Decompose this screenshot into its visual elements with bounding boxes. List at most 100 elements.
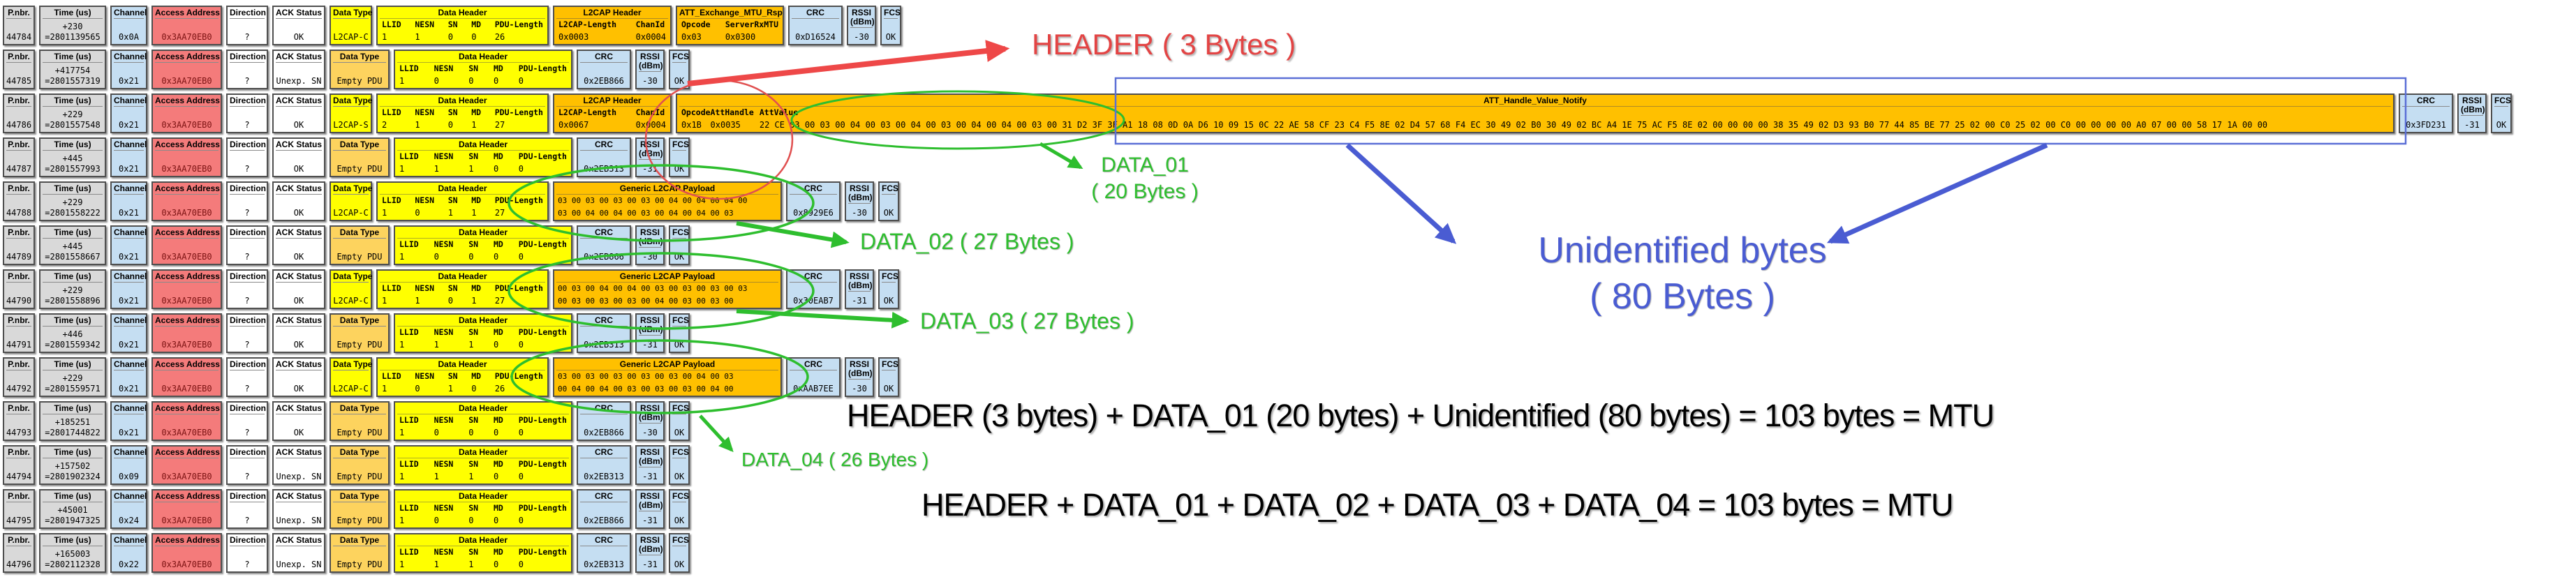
time-cell-value: +417754 <box>54 66 91 75</box>
pnbr-cell-label: P.nbr. <box>6 271 31 283</box>
data-type-cell-values: Empty PDU <box>331 151 388 176</box>
pnbr-cell-label: P.nbr. <box>6 534 31 546</box>
rssi-cell-label-line: RSSI <box>639 535 660 545</box>
data-header-col-label: NESN <box>415 20 435 29</box>
pnbr-cell-values: 44788 <box>4 195 34 220</box>
ack-status-cell-value: OK <box>293 32 304 42</box>
direction-cell-value: ? <box>244 384 250 394</box>
crc-cell-values: 0x2EB866 <box>578 502 630 527</box>
channel-cell-label: Channel <box>114 7 147 19</box>
data-header-col-label: LLID <box>399 63 419 73</box>
data-header-col-value: 0 <box>415 384 420 394</box>
crc-cell-value: 0x3FD231 <box>2406 120 2446 130</box>
channel-cell-values: 0x21 <box>112 283 146 308</box>
rssi-cell: RSSI(dBm)-30 <box>635 50 665 89</box>
access-address-cell-label-line: Access Address <box>155 52 220 61</box>
direction-cell-values: ? <box>228 458 267 484</box>
rssi-cell-value: -31 <box>642 472 658 481</box>
data-type-cell-label-line: Data Type <box>339 491 380 501</box>
data-header-col-value: 1 <box>399 560 405 569</box>
data-header-col-label: LLID <box>399 327 419 337</box>
rssi-cell: RSSI(dBm)-31 <box>635 445 665 485</box>
crc-cell-label-line: CRC <box>595 491 613 501</box>
data-header-col-value: 0 <box>493 472 499 481</box>
fcs-cell-value: OK <box>883 384 894 394</box>
channel-cell-value: 0x21 <box>119 428 139 437</box>
l2cap-header-group-title: L2CAP Header <box>556 8 668 19</box>
time-cell-value: =2801558896 <box>45 296 101 306</box>
data-type-cell-label: Data Type <box>333 447 386 458</box>
direction-cell-values: ? <box>228 19 267 44</box>
ack-status-cell-value: OK <box>293 208 304 218</box>
time-cell-value: =2801558667 <box>45 252 101 262</box>
direction-cell-values: ? <box>228 107 267 132</box>
data-header-col-label: SN <box>468 459 479 469</box>
ack-status-cell-label: ACK Status <box>276 271 322 283</box>
data-header-col-label: MD <box>493 151 503 161</box>
pnbr-cell-values: 44794 <box>4 458 34 484</box>
rssi-cell: RSSI(dBm)-30 <box>845 181 874 221</box>
fcs-cell-label: FCS <box>882 271 898 283</box>
ack-status-cell-value: OK <box>293 340 304 350</box>
time-cell-value: +446 <box>62 329 83 339</box>
fcs-cell-values: OK <box>670 414 688 440</box>
data-header-col-label: PDU-Length <box>518 151 567 161</box>
direction-cell-label-line: Direction <box>230 403 267 413</box>
data-header-col-label: LLID <box>399 503 419 513</box>
data-header-col-value: 0 <box>518 164 524 174</box>
pnbr-cell: P.nbr.44787 <box>3 137 35 177</box>
crc-cell-label: CRC <box>790 183 837 195</box>
channel-cell-label: Channel <box>114 315 147 327</box>
ack-status-cell-label-line: ACK Status <box>276 140 323 149</box>
data-header-col-label: MD <box>471 20 482 29</box>
data-type-cell-value: Empty PDU <box>336 164 383 174</box>
direction-cell: Direction? <box>226 225 268 265</box>
access-address-cell-label: Access Address <box>155 359 220 370</box>
direction-cell-label: Direction <box>230 490 266 502</box>
pnbr-cell-label-line: P.nbr. <box>8 183 30 193</box>
data-type-cell-values: L2CAP-C <box>331 370 371 396</box>
pnbr-cell-value: 44792 <box>6 384 32 394</box>
data-type-cell-label-line: Data Type <box>333 96 373 105</box>
access-address-cell-label-line: Access Address <box>155 96 220 105</box>
data-type-cell-values: L2CAP-C <box>331 283 371 308</box>
access-address-cell-label: Access Address <box>155 51 220 63</box>
access-address-cell-values: 0x3AA70EB0 <box>153 546 221 571</box>
data-header-group-title: Data Header <box>380 8 545 19</box>
